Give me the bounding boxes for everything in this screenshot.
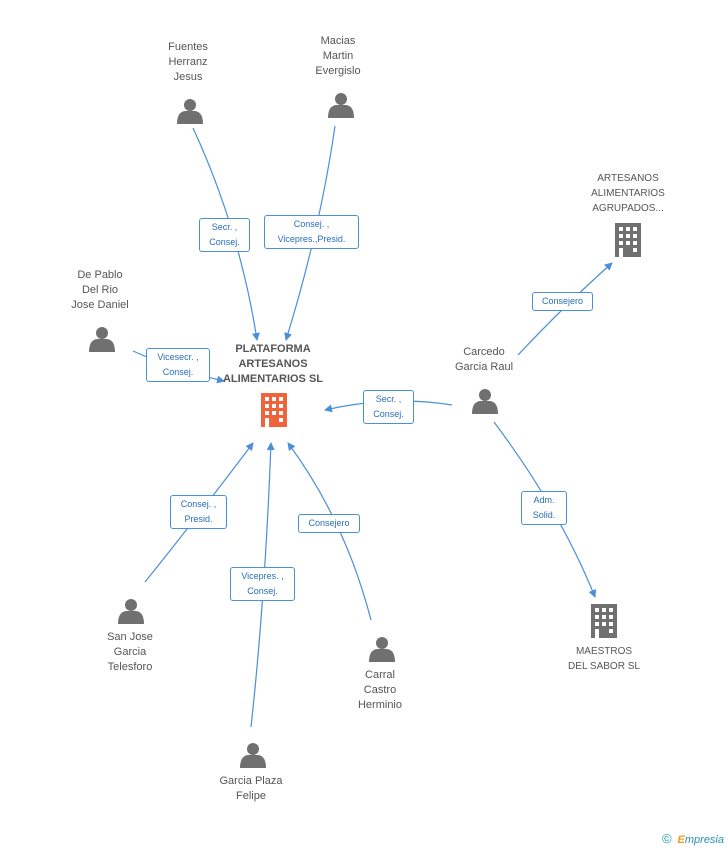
role-label-macias: Consej. , Vicepres.,Presid. bbox=[264, 215, 359, 249]
person-sanjose[interactable]: San Jose Garcia Telesforo bbox=[80, 630, 180, 675]
name-line: Garcia Raul bbox=[454, 361, 514, 373]
name-line: Carcedo bbox=[463, 346, 505, 358]
company-maestros[interactable]: MAESTROS DEL SABOR SL bbox=[548, 644, 660, 674]
role-label-fuentes: Secr. , Consej. bbox=[199, 218, 250, 252]
brand-initial: E bbox=[677, 834, 685, 846]
person-icon bbox=[328, 93, 354, 118]
name-line: Evergislo bbox=[315, 65, 361, 77]
person-carcedo[interactable]: Carcedo Garcia Raul bbox=[434, 345, 534, 375]
name-line: Herranz bbox=[168, 56, 208, 68]
name-line: Castro bbox=[363, 684, 397, 696]
person-icon bbox=[472, 389, 498, 414]
name-line: AGRUPADOS... bbox=[592, 203, 664, 214]
person-icon bbox=[89, 327, 115, 352]
name-line: Herminio bbox=[357, 699, 402, 711]
name-line: Garcia bbox=[113, 646, 147, 658]
company-artesanos-agrupados[interactable]: ARTESANOS ALIMENTARIOS AGRUPADOS... bbox=[572, 171, 684, 216]
name-line: Telesforo bbox=[107, 661, 153, 673]
role-label-carral: Consejero bbox=[298, 514, 360, 533]
role-label-carcedo-artesanos: Consejero bbox=[532, 292, 593, 311]
person-carral[interactable]: Carral Castro Herminio bbox=[330, 668, 430, 713]
name-line: Garcia Plaza bbox=[219, 775, 283, 787]
company-name-main[interactable]: PLATAFORMA ARTESANOS ALIMENTARIOS SL bbox=[209, 342, 337, 387]
name-line: Fuentes bbox=[168, 41, 208, 53]
name-line: ALIMENTARIOS bbox=[591, 188, 665, 199]
person-icon bbox=[369, 637, 395, 662]
building-icon bbox=[261, 393, 287, 427]
brand-name: mpresia bbox=[684, 834, 724, 846]
person-garcia[interactable]: Garcia Plaza Felipe bbox=[196, 774, 306, 804]
name-line: ARTESANOS bbox=[597, 173, 659, 184]
name-line: Martin bbox=[322, 50, 354, 62]
name-line: PLATAFORMA bbox=[235, 343, 311, 355]
name-line: De Pablo bbox=[77, 269, 123, 281]
person-icon bbox=[118, 599, 144, 624]
name-line: San Jose bbox=[107, 631, 153, 643]
name-line: Carral bbox=[365, 669, 395, 681]
role-label-depablo: Vicesecr. , Consej. bbox=[146, 348, 210, 382]
person-icon bbox=[177, 99, 203, 124]
name-line: Macias bbox=[320, 35, 356, 47]
brand-footer: © Empresia bbox=[662, 831, 724, 846]
role-label-sanjose: Consej. , Presid. bbox=[170, 495, 227, 529]
person-depablo[interactable]: De Pablo Del Rio Jose Daniel bbox=[50, 268, 150, 313]
name-line: Jose Daniel bbox=[71, 299, 129, 311]
role-label-carcedo-maestros: Adm. Solid. bbox=[521, 491, 567, 525]
person-fuentes[interactable]: Fuentes Herranz Jesus bbox=[140, 40, 236, 85]
name-line: MAESTROS bbox=[575, 646, 633, 657]
name-line: ARTESANOS bbox=[238, 358, 308, 370]
role-label-carcedo: Secr. , Consej. bbox=[363, 390, 414, 424]
person-macias[interactable]: Macias Martin Evergislo bbox=[290, 34, 386, 79]
name-line: Jesus bbox=[173, 71, 203, 83]
building-icon bbox=[591, 604, 617, 638]
name-line: ALIMENTARIOS SL bbox=[222, 373, 323, 385]
building-icon bbox=[615, 223, 641, 257]
person-icon bbox=[240, 743, 266, 768]
role-label-garcia: Vicepres. , Consej. bbox=[230, 567, 295, 601]
name-line: DEL SABOR SL bbox=[568, 661, 640, 672]
name-line: Felipe bbox=[236, 790, 266, 802]
name-line: Del Rio bbox=[81, 284, 119, 296]
copyright-icon: © bbox=[661, 831, 672, 846]
